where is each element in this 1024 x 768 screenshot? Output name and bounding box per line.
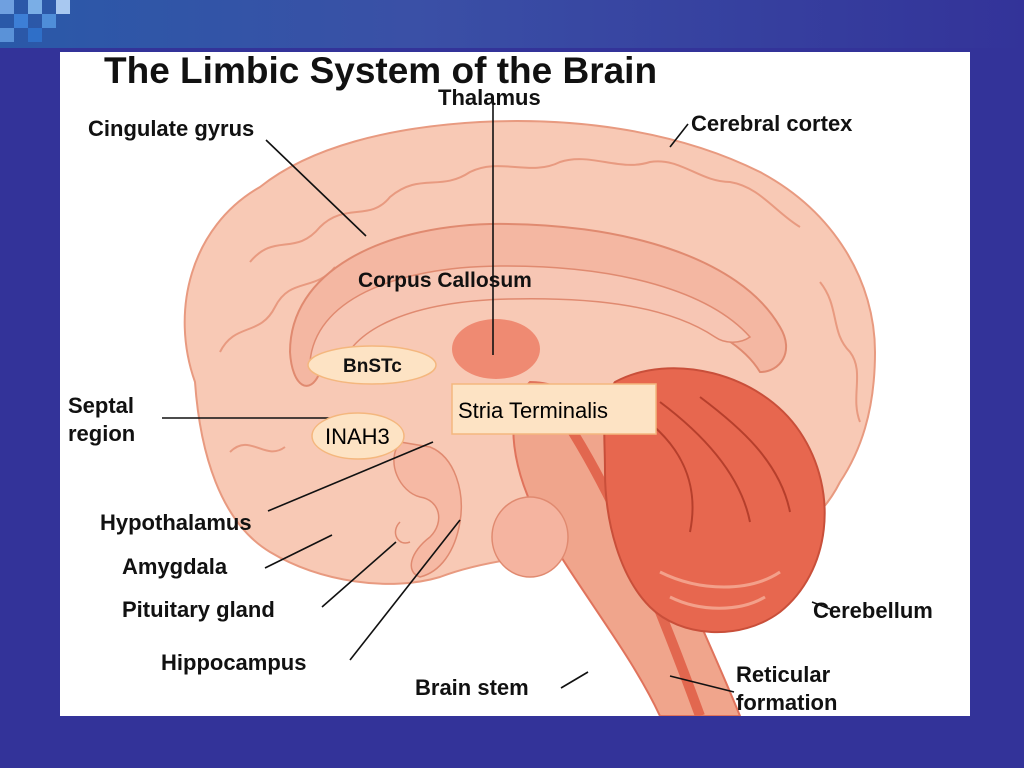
label-inah3: INAH3: [325, 424, 390, 449]
label-cerebellum: Cerebellum: [813, 598, 933, 623]
label-hypothalamus: Hypothalamus: [100, 510, 252, 535]
decor-square: [28, 28, 42, 42]
label-hippocampus: Hippocampus: [161, 650, 306, 675]
cingulate-gyrus-leader-line: [265, 139, 367, 237]
corpus-callosum-shape: [288, 222, 787, 387]
reticular-formation-leader-line: [669, 675, 735, 693]
label-reticular-formation-line1: Reticular: [736, 662, 831, 687]
label-cerebral-cortex: Cerebral cortex: [691, 111, 853, 136]
thalamus-shape: [452, 319, 540, 379]
label-septal-region-line1: Septal: [68, 393, 134, 418]
decor-square: [0, 0, 14, 14]
decor-square: [42, 14, 56, 28]
inah3-oval: [311, 412, 405, 460]
label-septal-region-line2: region: [68, 421, 135, 446]
cerebellum-shape: [603, 367, 826, 634]
label-bnstc: BnSTc: [343, 356, 402, 377]
limbic-system-diagram: The Limbic System of the Brain: [68, 52, 933, 716]
label-stria-terminalis: Stria Terminalis: [458, 398, 608, 423]
diagram-title: The Limbic System of the Brain: [104, 52, 657, 91]
label-cingulate-gyrus: Cingulate gyrus: [88, 116, 254, 141]
hypothalamus-shape: [393, 441, 462, 578]
cerebellum-leader-line: [811, 601, 831, 610]
stria-terminalis-box: [451, 383, 657, 435]
decor-square: [28, 0, 42, 14]
label-thalamus: Thalamus: [438, 85, 541, 110]
decor-square: [0, 28, 14, 42]
cerebral-cortex-leader-line: [669, 123, 689, 148]
pons-shape: [491, 496, 569, 578]
bnstc-oval: [307, 345, 437, 385]
amygdala-leader-line: [264, 534, 333, 569]
hypothalamus-leader-line: [267, 441, 434, 512]
title-bar-strip: [0, 0, 1024, 48]
label-corpus-callosum: Corpus Callosum: [358, 269, 532, 292]
diagram-panel: The Limbic System of the Brain: [60, 52, 970, 716]
hippocampus-leader-line: [349, 519, 461, 661]
label-reticular-formation-line2: formation: [736, 690, 837, 715]
label-amygdala: Amygdala: [122, 554, 228, 579]
decor-square: [14, 14, 28, 28]
label-pituitary-gland: Pituitary gland: [122, 597, 275, 622]
pituitary-gland-leader-line: [321, 541, 397, 608]
decor-square: [56, 0, 70, 14]
label-brain-stem: Brain stem: [415, 675, 529, 700]
brain-stem-leader-line: [560, 671, 589, 689]
